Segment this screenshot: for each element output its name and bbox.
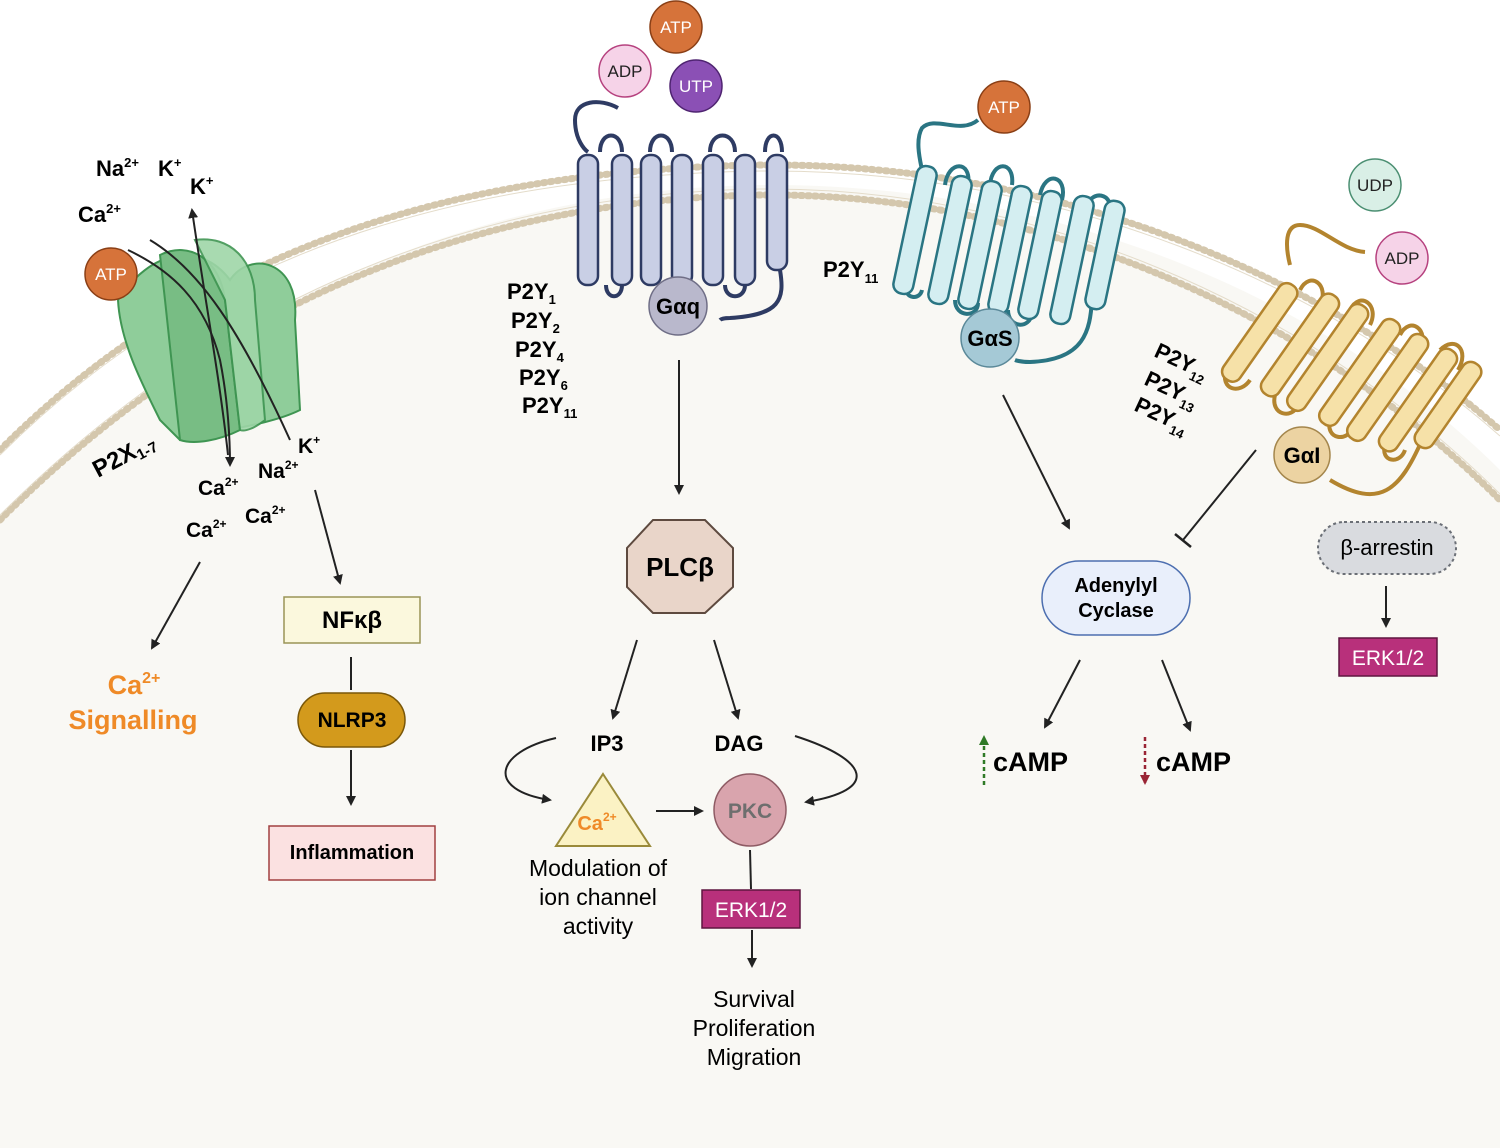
- inflammation-box: Inflammation: [268, 825, 436, 881]
- gq-receptor-labels: P2Y1 P2Y2 P2Y4 P2Y6 P2Y11: [507, 279, 577, 421]
- svg-text:K+: K+: [158, 155, 182, 181]
- svg-text:NLRP3: NLRP3: [318, 709, 387, 732]
- svg-text:Proliferation: Proliferation: [693, 1015, 816, 1041]
- atp-p2x-ligand: ATP: [84, 247, 138, 301]
- svg-text:K+: K+: [298, 433, 320, 458]
- gaq-protein: Gαq: [648, 276, 708, 336]
- svg-text:Signalling: Signalling: [68, 705, 197, 735]
- svg-text:GαI: GαI: [1284, 443, 1321, 468]
- p2x-ions-outside: Na2+ K+ K+ Ca2+: [78, 155, 214, 227]
- svg-text:Inflammation: Inflammation: [290, 842, 414, 864]
- svg-text:P2Y4: P2Y4: [515, 337, 565, 365]
- gai-protein: GαI: [1273, 426, 1331, 484]
- atp-ligand-top: ATP: [649, 0, 703, 54]
- svg-text:ion channel: ion channel: [539, 884, 657, 910]
- erk-box-gq: ERK1/2: [701, 889, 801, 929]
- arrow-to-ca-signalling: [151, 561, 201, 650]
- outcome-text: Survival Proliferation Migration: [693, 986, 816, 1070]
- pkc-node: PKC: [713, 773, 787, 847]
- svg-text:Ca2+: Ca2+: [245, 503, 286, 528]
- plc-beta-node: PLCβ: [626, 519, 734, 614]
- svg-text:ADP: ADP: [608, 62, 643, 81]
- utp-ligand: UTP: [669, 59, 723, 113]
- svg-text:P2Y2: P2Y2: [511, 308, 560, 336]
- svg-text:UDP: UDP: [1357, 176, 1393, 195]
- gq-receptor: [572, 100, 789, 322]
- nlrp3-node: NLRP3: [297, 692, 406, 748]
- gs-receptor: [892, 118, 1126, 365]
- svg-text:ATP: ATP: [660, 18, 692, 37]
- ion-path-in-1: [127, 249, 235, 467]
- camp-down-label: cAMP: [1156, 747, 1231, 777]
- modulation-text: Modulation of ion channel activity: [529, 855, 668, 939]
- svg-text:Ca2+: Ca2+: [78, 201, 121, 227]
- svg-text:Ca2+: Ca2+: [108, 670, 161, 700]
- adp-ligand-top: ADP: [598, 44, 652, 98]
- inhibition-gi-to-adenylyl: [1174, 449, 1257, 548]
- svg-text:Migration: Migration: [707, 1044, 802, 1070]
- ip3-label: IP3: [590, 731, 623, 756]
- svg-text:ATP: ATP: [95, 265, 127, 284]
- udp-ligand: UDP: [1348, 158, 1402, 212]
- svg-text:Modulation of: Modulation of: [529, 855, 668, 881]
- svg-text:Cyclase: Cyclase: [1078, 600, 1154, 622]
- svg-text:Ca2+: Ca2+: [198, 475, 239, 500]
- svg-text:ERK1/2: ERK1/2: [1352, 647, 1424, 670]
- svg-text:K+: K+: [190, 173, 214, 199]
- cell-interior: [0, 184, 1500, 1148]
- adenylyl-cyclase-node: Adenylyl Cyclase: [1041, 560, 1191, 636]
- svg-text:UTP: UTP: [679, 77, 713, 96]
- arrow-ip3-to-ca: [504, 737, 557, 804]
- ion-path-out: [188, 208, 229, 456]
- svg-text:GαS: GαS: [967, 326, 1012, 351]
- adp-gi-ligand: ADP: [1375, 231, 1429, 285]
- svg-text:P2Y11: P2Y11: [823, 257, 878, 286]
- arrow-dag-to-pkc: [794, 735, 858, 806]
- ion-path-in-2: [149, 239, 291, 441]
- svg-text:Ca2+: Ca2+: [186, 517, 227, 542]
- svg-text:P2Y11: P2Y11: [522, 393, 577, 421]
- arrow-gs-to-adenylyl: [1002, 394, 1070, 530]
- svg-text:ATP: ATP: [988, 98, 1020, 117]
- svg-text:Na2+: Na2+: [258, 458, 299, 483]
- arrow-to-ip3: [610, 639, 638, 720]
- gas-protein: GαS: [960, 308, 1020, 368]
- p2x-ions-inside: K+ Na2+ Ca2+ Ca2+ Ca2+: [186, 433, 320, 542]
- gs-receptor-label: P2Y11: [823, 257, 878, 286]
- erk-box-arrestin: ERK1/2: [1338, 637, 1438, 677]
- arrow-to-camp-up: [1044, 659, 1081, 729]
- camp-up-label: cAMP: [993, 747, 1068, 777]
- svg-text:P2Y13: P2Y13: [1139, 366, 1202, 416]
- svg-text:Gαq: Gαq: [656, 294, 700, 319]
- arrow-to-nfkb: [314, 489, 343, 585]
- svg-text:Adenylyl: Adenylyl: [1074, 575, 1157, 597]
- beta-arrestin-node: β-arrestin: [1317, 521, 1457, 575]
- svg-text:β-arrestin: β-arrestin: [1340, 535, 1433, 560]
- arrow-to-dag: [713, 639, 741, 720]
- svg-text:Ca2+: Ca2+: [577, 810, 616, 835]
- gi-receptor-labels: P2Y12 P2Y13 P2Y14: [1131, 338, 1206, 442]
- nfkb-box: NFκβ: [283, 596, 421, 644]
- svg-text:P2Y1: P2Y1: [507, 279, 556, 307]
- svg-text:ERK1/2: ERK1/2: [715, 899, 787, 922]
- svg-text:Na2+: Na2+: [96, 155, 139, 181]
- line-pkc-erk: [749, 849, 752, 890]
- svg-text:PKC: PKC: [728, 800, 772, 823]
- svg-text:ADP: ADP: [1385, 249, 1420, 268]
- svg-text:activity: activity: [563, 913, 634, 939]
- atp-gs-ligand: ATP: [977, 80, 1031, 134]
- dag-label: DAG: [715, 731, 764, 756]
- svg-text:P2Y6: P2Y6: [519, 365, 568, 393]
- svg-text:Survival: Survival: [713, 986, 795, 1012]
- svg-text:NFκβ: NFκβ: [322, 607, 382, 634]
- svg-text:PLCβ: PLCβ: [646, 552, 714, 582]
- ca-triangle-node: Ca2+: [554, 772, 652, 847]
- gi-receptor: [1220, 222, 1483, 497]
- arrow-to-camp-down: [1161, 659, 1192, 732]
- ca-signalling-label: Ca2+ Signalling: [68, 670, 197, 735]
